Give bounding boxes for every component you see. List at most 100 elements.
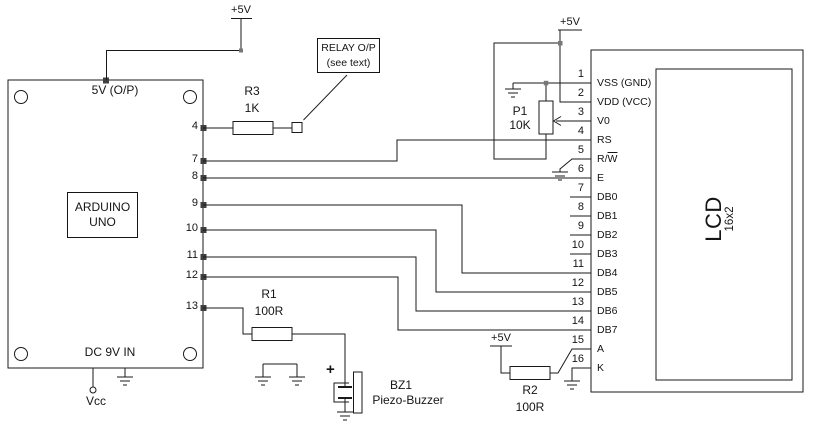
mounting-hole-icon	[14, 90, 28, 104]
lcd-pin-3-label-text: V0	[597, 115, 610, 127]
lcd-pin-9-label-text: DB2	[597, 229, 618, 241]
lcd-pin-14-label: DB7	[597, 323, 617, 337]
relay-callout-box: RELAY O/P (see text)	[317, 38, 380, 73]
ground-icon	[116, 376, 134, 386]
lcd-pin-13-number: 13	[571, 296, 584, 308]
junction-dot	[558, 41, 563, 46]
lcd-pin-3-number: 3	[577, 106, 584, 118]
wire-pin13-r1	[203, 307, 252, 335]
lcd-label-group: LCD 16x2	[698, 184, 740, 254]
lcd-pin-6-label-text: E	[597, 172, 605, 184]
lcd-pin-11-number: 11	[572, 258, 584, 270]
r1-value-label: 100R	[254, 304, 284, 318]
r1-ref-label: R1	[261, 287, 277, 301]
plus5v-arduino-label: +5V	[231, 4, 251, 16]
lcd-pin-14-label-text: DB7	[597, 324, 618, 336]
wire-r2-5v	[500, 346, 510, 374]
lcd-pin-12-label: DB5	[597, 285, 617, 299]
lcd-pin-2-label-text: VDD (VCC)	[597, 96, 652, 108]
lcd-stubs-db0-db3	[570, 196, 591, 255]
lcd-pin-4-label: RS	[597, 133, 612, 147]
buzzer-plus-label: +	[326, 361, 335, 378]
lcd-pin-14-number: 14	[571, 315, 584, 327]
lcd-pin-16-number: 16	[571, 353, 584, 365]
lcd-size-label: 16x2	[723, 206, 736, 232]
lcd-pin-15-label-text: A	[597, 343, 605, 355]
lcd-pin-6-label: E	[597, 171, 604, 185]
arduino-pin-13-number: 13	[185, 300, 198, 312]
lcd-pin-12-label-text: DB5	[597, 286, 618, 298]
mounting-hole-icon	[14, 347, 28, 361]
lcd-pin-5-label-overline: W	[607, 153, 618, 165]
wire-double-ground	[262, 363, 298, 377]
vcc-terminal-icon	[89, 386, 97, 394]
wire-pin7-rs	[203, 139, 591, 162]
lcd-pin-15-label: A	[597, 342, 604, 356]
junction-dot	[239, 48, 243, 53]
arduino-dc9v-label: DC 9V IN	[84, 345, 136, 359]
ground-icon	[336, 411, 354, 421]
wire-pin12-db7	[203, 276, 591, 331]
ground-icon	[288, 376, 306, 386]
resistor-r3-body	[232, 121, 274, 135]
lcd-pin-2-label: VDD (VCC)	[597, 95, 651, 109]
lcd-pin-10-label: DB3	[597, 247, 617, 261]
lcd-pin-8-label: DB1	[597, 209, 617, 223]
mounting-hole-icon	[183, 347, 197, 361]
arduino-pin-4-number: 4	[191, 120, 198, 132]
arduino-pin-8-number: 8	[191, 170, 198, 182]
lcd-pin-15-number: 15	[571, 334, 584, 346]
arduino-pin-11-number: 11	[186, 249, 198, 261]
wire-pin11-db6	[203, 256, 591, 312]
r2-value-label: 100R	[515, 400, 545, 414]
arduino-pin-9-number: 9	[191, 197, 198, 209]
lcd-pin-5-number: 5	[577, 144, 584, 156]
lcd-pin-1-label-text: VSS (GND)	[597, 77, 652, 89]
relay-label-line1: RELAY O/P	[321, 41, 376, 54]
lcd-pin-9-label: DB2	[597, 228, 617, 242]
arduino-5v-output-label: 5V (O/P)	[91, 83, 139, 97]
r3-value-label: 1K	[244, 101, 260, 115]
lcd-pin-8-number: 8	[577, 201, 584, 213]
lcd-label: LCD	[700, 196, 726, 242]
p1-value-label: 10K	[509, 118, 531, 132]
lcd-pin-6-number: 6	[577, 163, 584, 175]
lcd-pin-4-label-text: RS	[597, 134, 612, 146]
wiper-arrow-icon	[553, 116, 562, 126]
lcd-pin-9-number: 9	[577, 220, 584, 232]
lcd-pin-7-label: DB0	[597, 190, 617, 204]
bz1-value-label: Piezo-Buzzer	[372, 393, 444, 407]
lcd-pin-7-label-text: DB0	[597, 191, 618, 203]
arduino-name-box: ARDUINO UNO	[67, 192, 138, 238]
resistor-r1-body	[251, 327, 293, 341]
relay-label-line2: (see text)	[326, 56, 371, 69]
lcd-pin-8-label-text: DB1	[597, 210, 618, 222]
lcd-pin-4-number: 4	[577, 125, 584, 137]
lcd-pin-5-label-text: R/	[597, 153, 608, 165]
wire-5v-arduino	[106, 18, 242, 80]
p1-ref-label: P1	[512, 104, 528, 118]
mounting-hole-icon	[183, 90, 197, 104]
lcd-pin-13-label: DB6	[597, 304, 617, 318]
lcd-pin-13-label-text: DB6	[597, 305, 618, 317]
lcd-pin-5-label: R/W	[597, 152, 617, 166]
lcd-pin-1-number: 1	[577, 68, 584, 80]
relay-callout-line	[303, 74, 348, 121]
plus5v-lcd-label: +5V	[560, 16, 580, 28]
lcd-pin-3-label: V0	[597, 114, 610, 128]
arduino-name-line1: ARDUINO	[74, 200, 131, 214]
wire-pin10-db5	[203, 229, 591, 293]
bz1-ref-label: BZ1	[389, 378, 412, 392]
lcd-screen-outline	[655, 68, 793, 381]
buzzer-disc	[353, 371, 363, 414]
arduino-pin-12-number: 12	[185, 269, 198, 281]
wire-rw-gnd	[559, 158, 591, 172]
lcd-pin-10-number: 10	[571, 239, 584, 251]
wire-a-r2	[550, 348, 591, 374]
lcd-pin-1-label: VSS (GND)	[597, 76, 651, 90]
wire-k-gnd	[571, 367, 591, 381]
buzzer-bracket	[333, 382, 349, 403]
lcd-pin-12-number: 12	[571, 277, 584, 289]
relay-terminal-pad	[291, 122, 303, 133]
